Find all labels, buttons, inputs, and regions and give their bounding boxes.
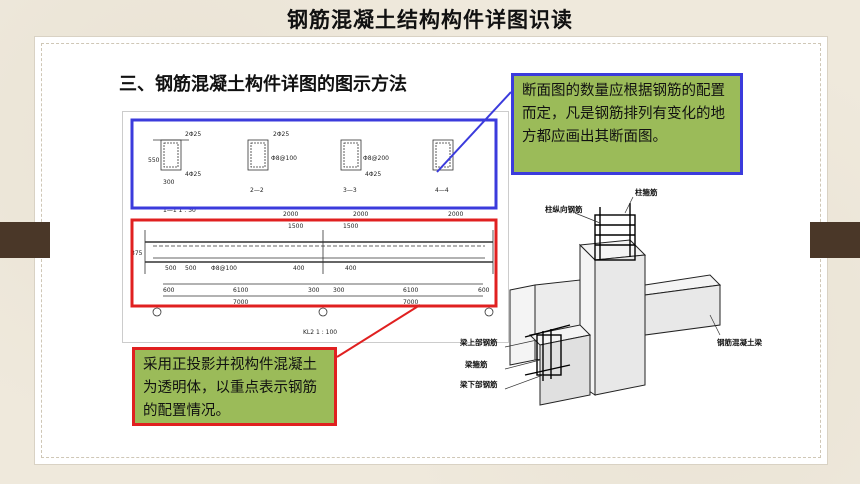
section-width-dim: 300 xyxy=(163,179,175,186)
beam-label: KL2 1 : 100 xyxy=(303,329,337,336)
dim-total-2: 7000 xyxy=(403,299,418,306)
label-rc-beam: 钢筋混凝土梁 xyxy=(717,337,762,347)
dim-total-1: 7000 xyxy=(233,299,248,306)
left-side-tab xyxy=(0,222,50,258)
dim-small-8: 400 xyxy=(345,265,357,272)
dim-bottom-2: 6100 xyxy=(403,287,418,294)
section-note-callout: 断面图的数量应根据钢筋的配置而定，凡是钢筋排列有变化的地方都应画出其断面图。 xyxy=(511,73,743,175)
section-height-dim: 550 xyxy=(148,157,160,164)
dim-bottom-1: 6100 xyxy=(233,287,248,294)
dim-top-2: 2000 xyxy=(353,211,368,218)
right-side-tab xyxy=(810,222,860,258)
dim-small-3: 300 xyxy=(333,287,345,294)
rebar-label-stirrup-2: Φ8@200 xyxy=(363,155,389,162)
dim-small-6: 500 xyxy=(185,265,197,272)
label-column-stirrup: 柱箍筋 xyxy=(635,187,658,197)
beam-stirrup-note: Φ8@100 xyxy=(211,265,237,272)
dim-mid-1: 1500 xyxy=(288,223,303,230)
rebar-label-stirrup-1: Φ8@100 xyxy=(271,155,297,162)
projection-note-callout: 采用正投影并视构件混凝土为透明体，以重点表示钢筋的配置情况。 xyxy=(132,347,337,426)
dim-top-3: 2000 xyxy=(448,211,463,218)
dim-small-5: 500 xyxy=(165,265,177,272)
dim-small-1: 600 xyxy=(163,287,175,294)
rebar-label-top-1: 2Φ25 xyxy=(185,131,201,138)
rebar-detail-svg: 1—1 1 : 50 2—2 3—3 4—4 2Φ25 4Φ25 Φ8@100 … xyxy=(131,131,494,336)
isometric-rebar-illustration: 柱箍筋 柱纵向钢筋 梁上部钢筋 梁箍筋 梁下部钢筋 钢筋混凝土梁 xyxy=(455,185,777,411)
isometric-svg: 柱箍筋 柱纵向钢筋 梁上部钢筋 梁箍筋 梁下部钢筋 钢筋混凝土梁 xyxy=(459,187,762,406)
section-label-1: 1—1 1 : 50 xyxy=(163,207,196,214)
rebar-label-top-2: 2Φ25 xyxy=(273,131,289,138)
section-label-4: 4—4 xyxy=(435,187,449,194)
beam-height-dim: 375 xyxy=(131,250,143,257)
section-heading: 三、钢筋混凝土构件详图的图示方法 xyxy=(119,74,407,95)
label-column-longitudinal: 柱纵向钢筋 xyxy=(545,204,583,214)
label-beam-top-bar: 梁上部钢筋 xyxy=(459,337,498,347)
rebar-label-bottom-1: 4Φ25 xyxy=(185,171,201,178)
dim-top-1: 2000 xyxy=(283,211,298,218)
label-beam-stirrup: 梁箍筋 xyxy=(464,359,488,369)
dim-small-2: 300 xyxy=(308,287,320,294)
dim-small-7: 400 xyxy=(293,265,305,272)
label-beam-bottom-bar: 梁下部钢筋 xyxy=(459,379,498,389)
dim-mid-2: 1500 xyxy=(343,223,358,230)
rebar-label-bottom-2: 4Φ25 xyxy=(365,171,381,178)
slide-title: 钢筋混凝土结构构件详图识读 xyxy=(287,8,573,32)
rebar-detail-drawing: 1—1 1 : 50 2—2 3—3 4—4 2Φ25 4Φ25 Φ8@100 … xyxy=(122,111,509,343)
section-label-3: 3—3 xyxy=(343,187,357,194)
section-label-2: 2—2 xyxy=(250,187,264,194)
